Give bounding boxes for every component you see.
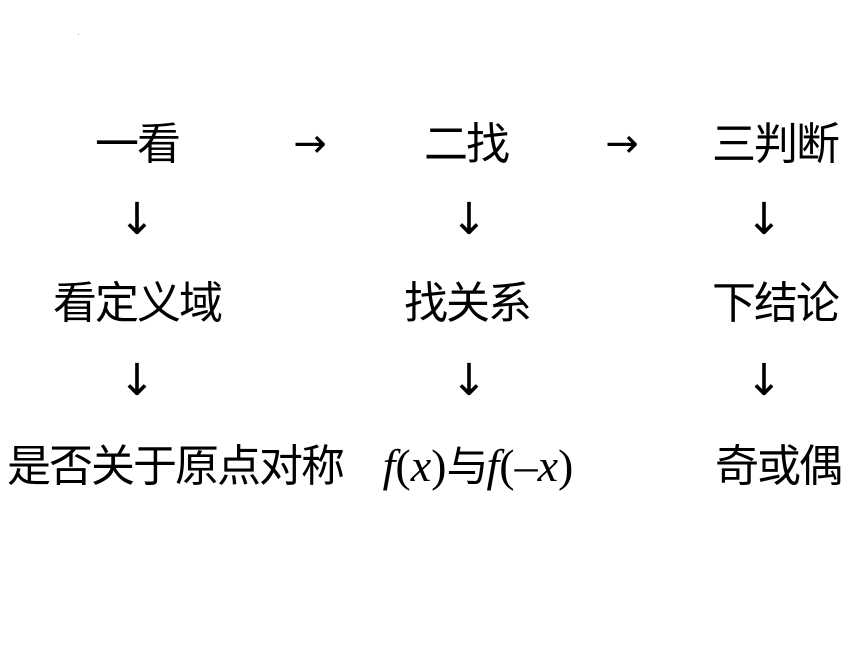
step-3-title: 三判断 — [712, 119, 840, 170]
connector-text: 与 — [446, 442, 488, 491]
down-arrow-icon: ↓ — [745, 194, 783, 245]
right-arrow-icon: → — [605, 121, 639, 167]
step-2-detail-formula: f(x)与f(–x) — [382, 440, 574, 491]
step-2-action: 找关系 — [404, 278, 532, 329]
right-arrow-icon: → — [293, 121, 327, 167]
down-arrow-icon: ↓ — [118, 355, 156, 406]
step-1-title: 一看 — [95, 119, 181, 170]
step-1-action: 看定义域 — [53, 278, 223, 329]
step-1-detail: 是否关于原点对称 — [7, 441, 345, 492]
function-f: f — [486, 440, 500, 491]
down-arrow-icon: ↓ — [450, 194, 488, 245]
step-3-detail: 奇或偶 — [715, 441, 843, 492]
decorative-dot — [78, 34, 79, 35]
function-f: f — [382, 440, 396, 491]
variable-negative-x: –x — [514, 440, 559, 491]
down-arrow-icon: ↓ — [118, 194, 156, 245]
down-arrow-icon: ↓ — [745, 355, 783, 406]
variable-x: x — [410, 440, 432, 491]
step-3-action: 下结论 — [712, 278, 840, 329]
down-arrow-icon: ↓ — [450, 355, 488, 406]
step-2-title: 二找 — [424, 119, 510, 170]
